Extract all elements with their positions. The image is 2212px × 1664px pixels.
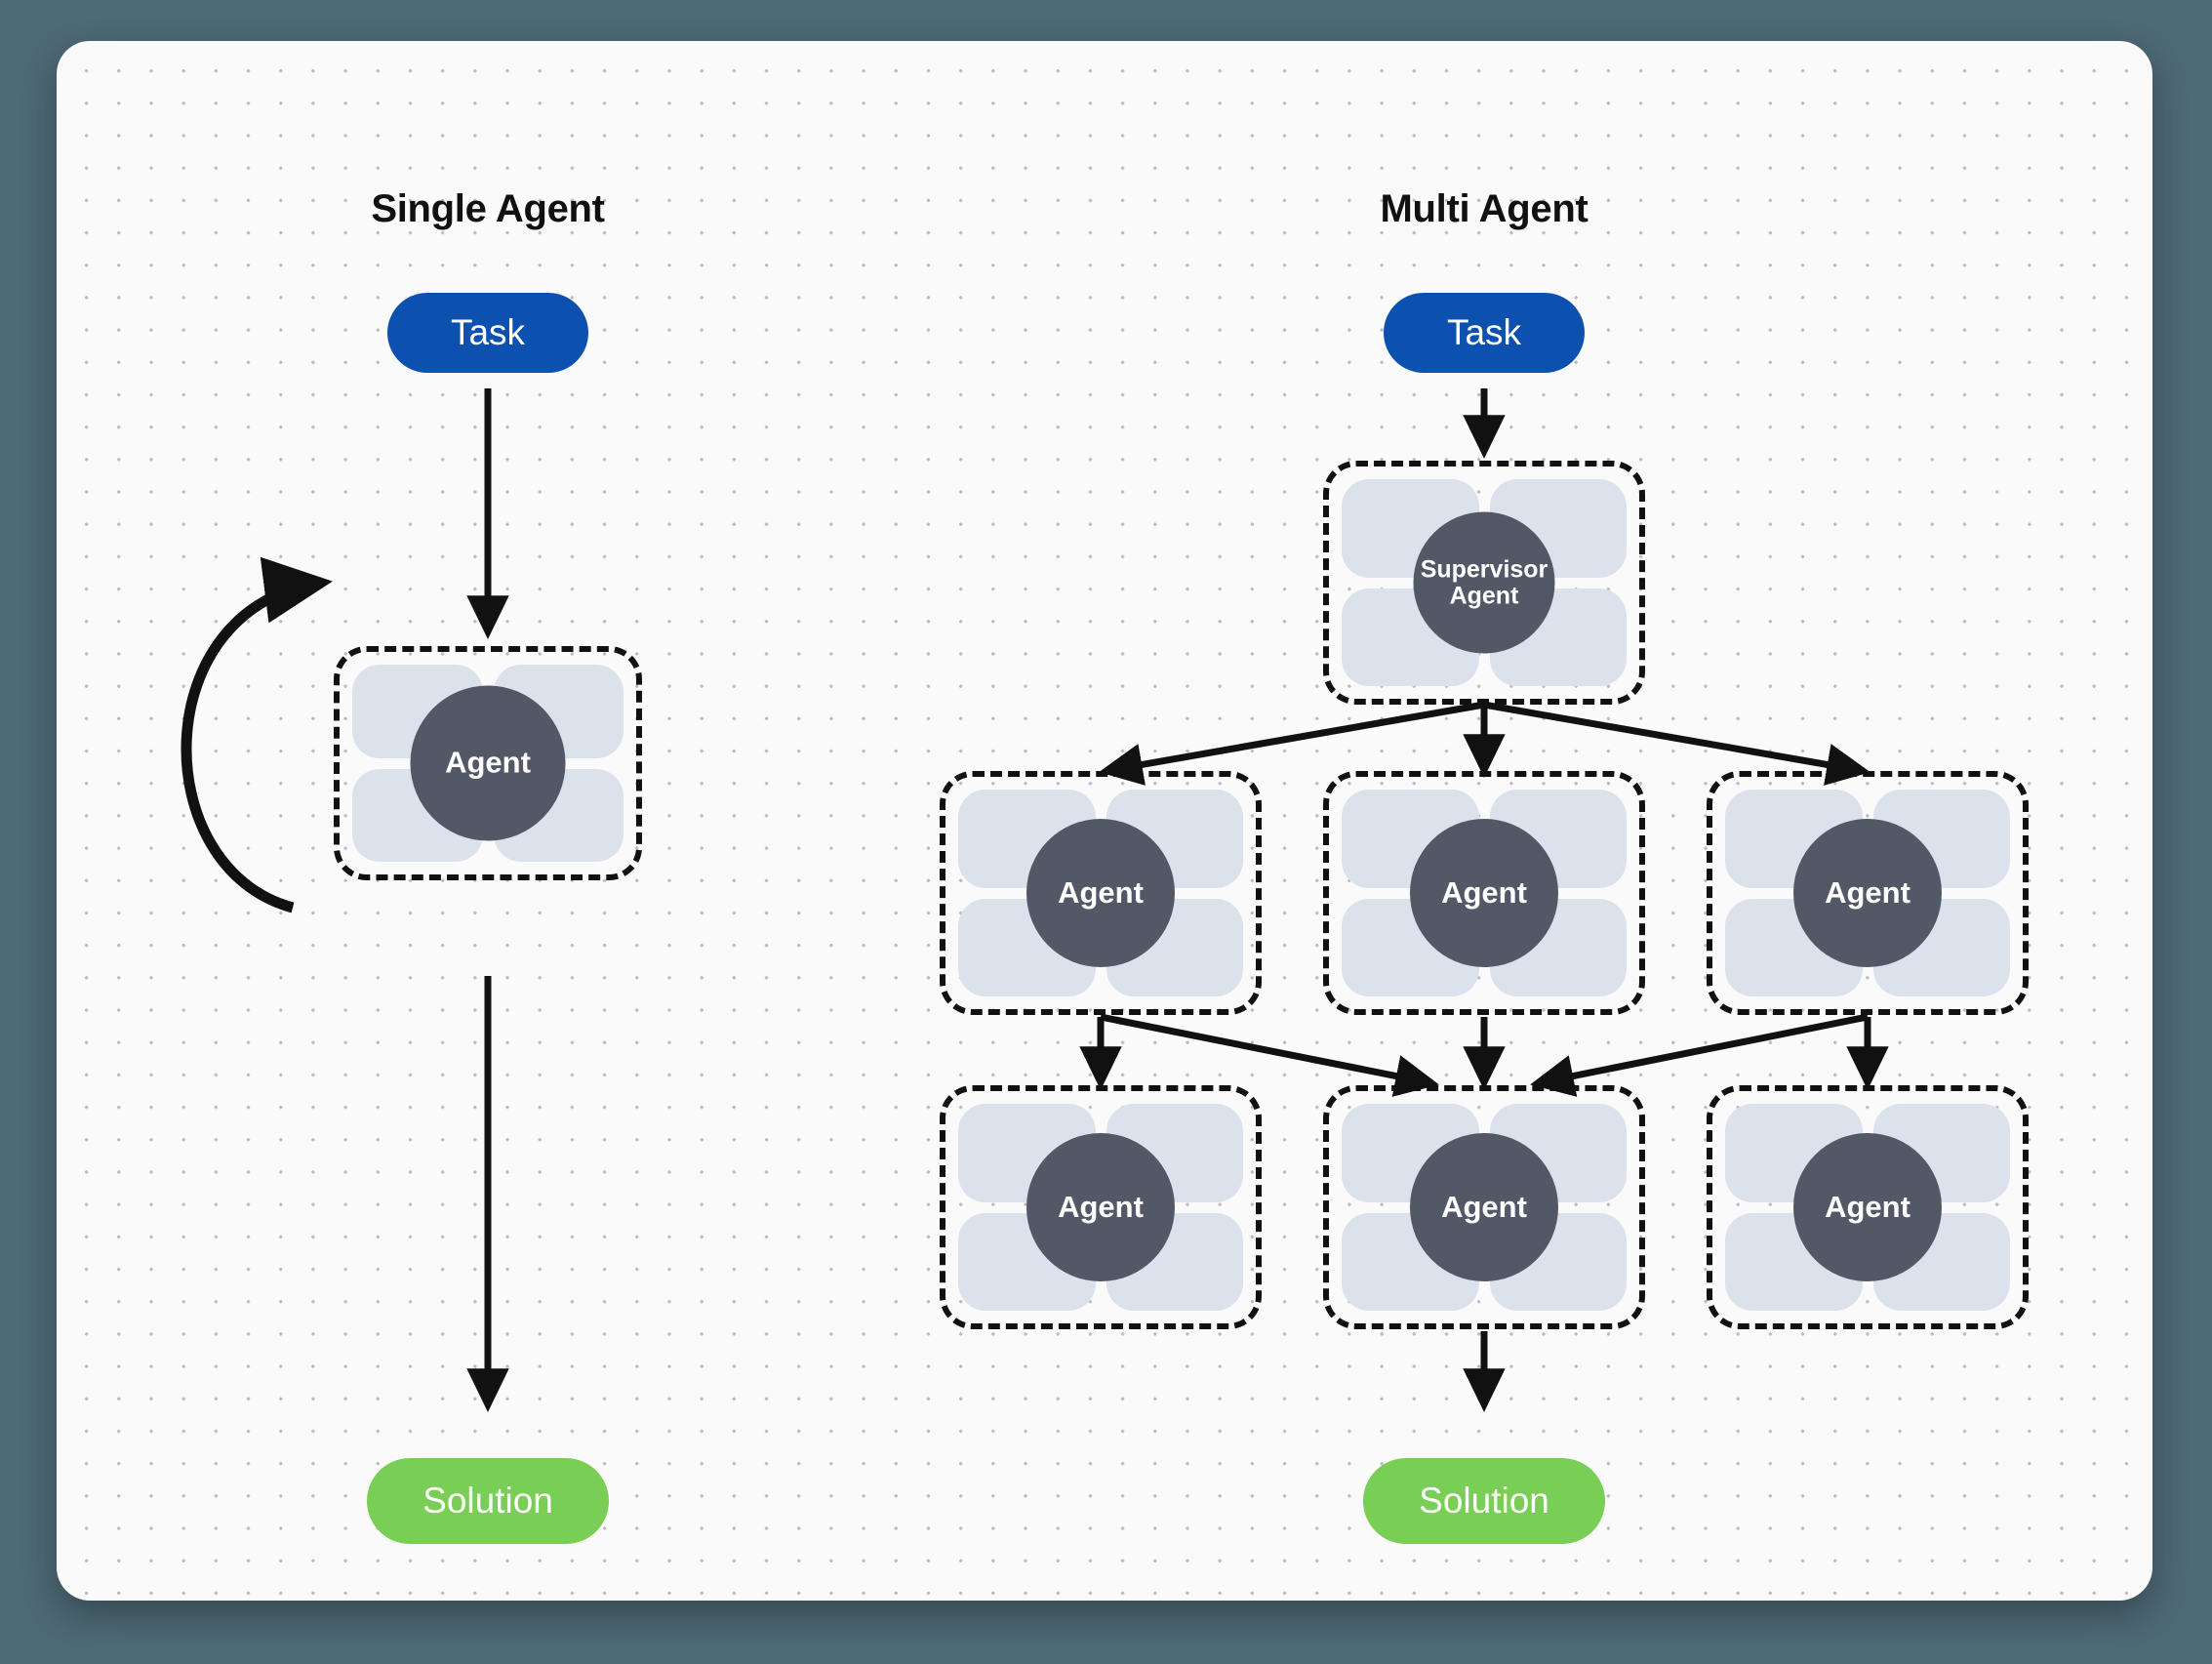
agent-label: Agent: [1058, 874, 1144, 910]
heading-multi-agent: Multi Agent: [1380, 187, 1589, 230]
supervisor-agent-label-line1: Supervisor: [1420, 555, 1548, 584]
multi-task-label: Task: [1446, 312, 1522, 352]
heading-single-agent: Single Agent: [371, 187, 605, 230]
diagram-canvas: Single Agent Multi Agent Task Agent Solu…: [57, 41, 2152, 1601]
multi-agent-row1-left[interactable]: Agent: [940, 771, 1262, 1015]
single-solution-label: Solution: [422, 1481, 553, 1521]
supervisor-agent-node[interactable]: Supervisor Agent: [1323, 461, 1645, 705]
single-task-label: Task: [450, 312, 526, 352]
multi-agent-row1-center[interactable]: Agent: [1323, 771, 1645, 1015]
single-task-node[interactable]: Task: [387, 293, 588, 373]
agent-label: Agent: [1825, 1189, 1910, 1224]
multi-agent-row2-center[interactable]: Agent: [1323, 1085, 1645, 1329]
agent-core: Agent: [1410, 1133, 1558, 1281]
agent-core: Agent: [1026, 1133, 1175, 1281]
agent-core: Agent: [1026, 819, 1175, 967]
single-agent-core: Agent: [410, 685, 566, 841]
edge-agent-self-loop: [181, 556, 333, 913]
multi-agent-row1-right[interactable]: Agent: [1707, 771, 2029, 1015]
edge-supervisor-to-row1-left: [1099, 701, 1485, 786]
supervisor-agent-label-line2: Agent: [1449, 582, 1519, 609]
edge-supervisor-to-row1-right: [1483, 701, 1870, 786]
single-agent-node[interactable]: Agent: [334, 646, 642, 880]
supervisor-agent-core: Supervisor Agent: [1413, 511, 1555, 654]
agent-label: Agent: [1441, 1189, 1527, 1224]
agent-core: Agent: [1793, 819, 1942, 967]
multi-task-node[interactable]: Task: [1384, 293, 1585, 373]
multi-agent-row2-right[interactable]: Agent: [1707, 1085, 2029, 1329]
multi-solution-node[interactable]: Solution: [1363, 1458, 1605, 1544]
multi-solution-label: Solution: [1419, 1481, 1549, 1521]
agent-core: Agent: [1410, 819, 1558, 967]
single-solution-node[interactable]: Solution: [367, 1458, 609, 1544]
multi-agent-row2-left[interactable]: Agent: [940, 1085, 1262, 1329]
agent-label: Agent: [1058, 1189, 1144, 1224]
agent-label: Agent: [1441, 874, 1527, 910]
edge-row1-left-to-row2-center: [1100, 1013, 1439, 1097]
agent-core: Agent: [1793, 1133, 1942, 1281]
single-agent-label: Agent: [445, 745, 531, 780]
agent-label: Agent: [1825, 874, 1910, 910]
edge-row1-right-to-row2-center: [1530, 1013, 1869, 1097]
